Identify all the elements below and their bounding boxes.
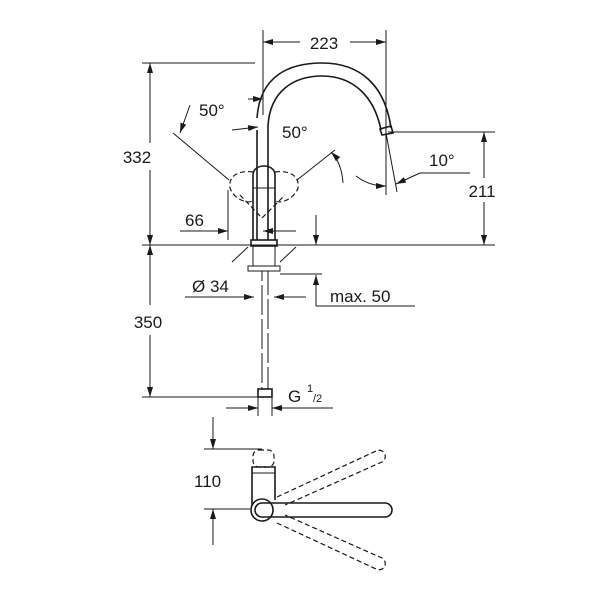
reference-lines bbox=[142, 30, 495, 398]
dimension-max-thickness: max. 50 bbox=[280, 215, 415, 307]
dim-label-332: 332 bbox=[123, 148, 151, 167]
faucet-elevation bbox=[229, 62, 395, 398]
faucet-plan-view: 110 bbox=[194, 417, 393, 571]
dim-label-211: 211 bbox=[468, 182, 495, 201]
dimension-hose-length: 350 bbox=[134, 245, 162, 397]
dim-label-max-50: max. 50 bbox=[330, 287, 390, 306]
dimension-outlet-height: 211 bbox=[468, 132, 496, 245]
thread-label-numerator: 1 bbox=[307, 383, 313, 395]
dim-label-350: 350 bbox=[134, 313, 162, 332]
thread-label-g: G bbox=[288, 387, 301, 406]
dimension-total-height: 332 bbox=[123, 63, 153, 245]
dimension-connection-thread: G 1 /2 bbox=[226, 383, 333, 416]
dimension-shank-diameter: Ø 34 bbox=[185, 277, 306, 300]
dim-label-66: 66 bbox=[185, 211, 204, 230]
dimension-handle-offset: 66 bbox=[180, 190, 296, 240]
angle-annotations: 50° 50° 10° bbox=[172, 96, 470, 193]
dim-label-223: 223 bbox=[310, 34, 338, 53]
dimension-spout-reach: 223 bbox=[263, 34, 386, 53]
thread-label-denominator: /2 bbox=[313, 393, 322, 405]
angle-label-spout: 10° bbox=[429, 151, 455, 170]
angle-label-left: 50° bbox=[199, 101, 225, 120]
angle-label-right: 50° bbox=[282, 123, 308, 142]
dim-label-110: 110 bbox=[194, 472, 221, 491]
dim-label-diameter-34: Ø 34 bbox=[192, 277, 229, 296]
